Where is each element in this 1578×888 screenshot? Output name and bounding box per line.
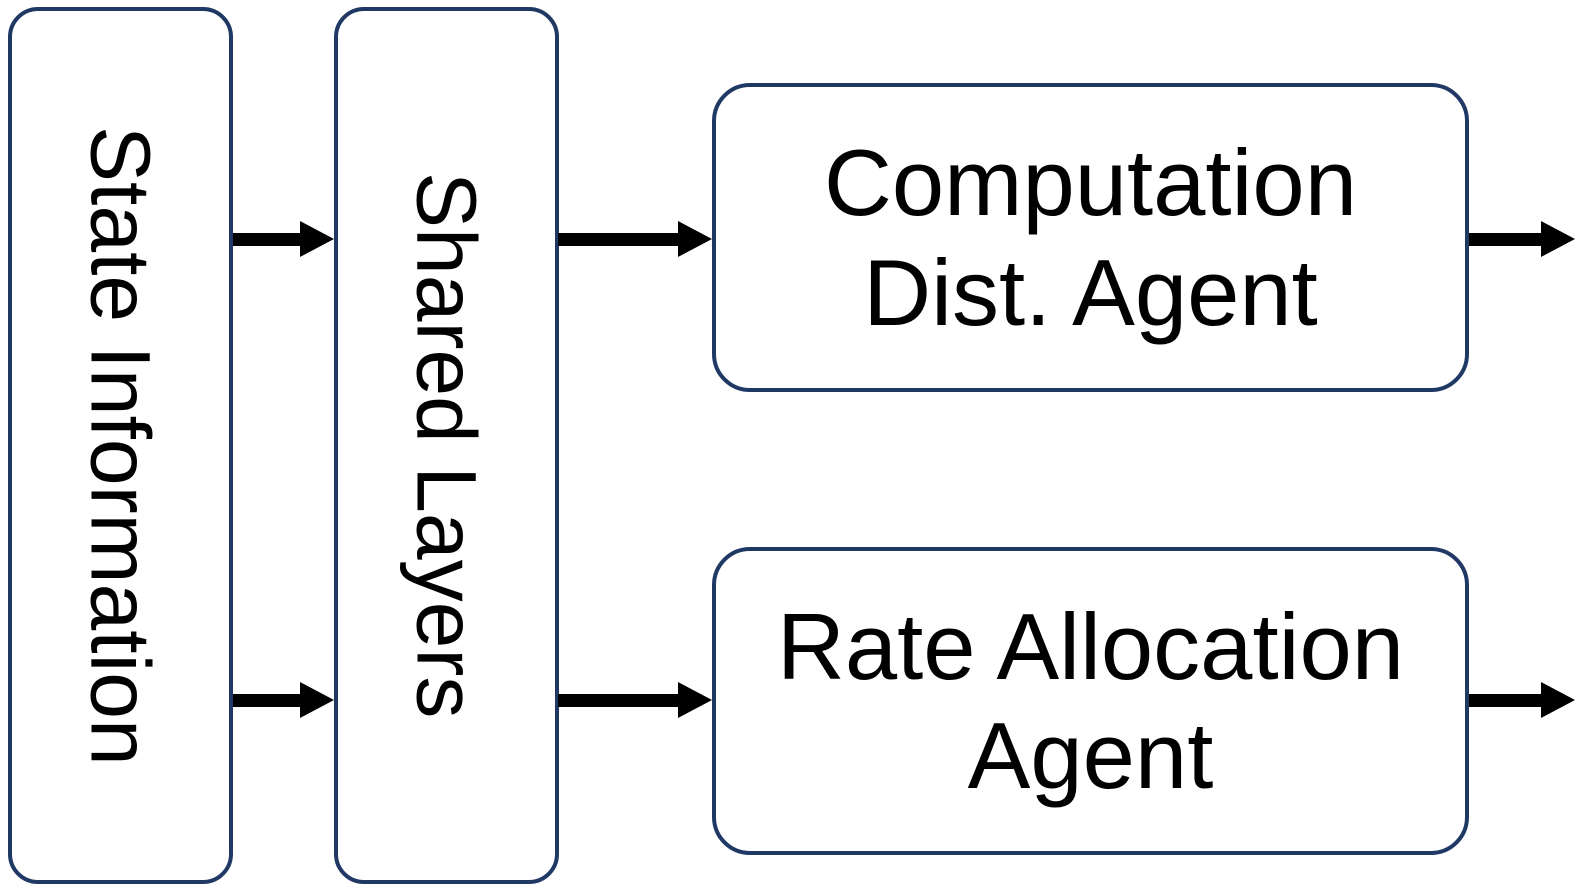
shared-layers-label: Shared Layers (399, 172, 494, 719)
arrow-shared-to-computation-agent (558, 221, 712, 257)
computation-dist-agent-label: Computation Dist. Agent (824, 128, 1357, 346)
rate-allocation-agent-line2: Agent (967, 703, 1214, 808)
arrow-shaft (558, 232, 678, 246)
arrowhead-icon (1541, 682, 1575, 718)
node-shared-layers: Shared Layers (334, 7, 559, 884)
arrow-shaft (558, 693, 678, 707)
node-computation-dist-agent: Computation Dist. Agent (712, 83, 1469, 392)
arrow-shaft (1469, 693, 1541, 707)
arrow-state-to-shared-top (233, 221, 334, 257)
node-rate-allocation-agent: Rate Allocation Agent (712, 547, 1469, 855)
rate-allocation-agent-line1: Rate Allocation (776, 593, 1405, 699)
rate-allocation-agent-label: Rate Allocation Agent (777, 592, 1404, 810)
node-state-information: State Information (8, 7, 233, 884)
arrowhead-icon (300, 682, 334, 718)
arrowhead-icon (678, 221, 712, 257)
arrowhead-icon (1541, 221, 1575, 257)
state-information-label: State Information (73, 125, 168, 766)
computation-dist-agent-line2: Dist. Agent (863, 239, 1318, 345)
arrow-state-to-shared-bottom (233, 682, 334, 718)
arrow-rate-agent-output (1469, 682, 1575, 718)
arrowhead-icon (300, 221, 334, 257)
arrow-shaft (233, 693, 300, 707)
arrow-shaft (1469, 232, 1541, 246)
arrowhead-icon (678, 682, 712, 718)
arrow-shared-to-rate-agent (558, 682, 712, 718)
computation-dist-agent-line1: Computation (824, 130, 1357, 236)
arrow-computation-agent-output (1469, 221, 1575, 257)
arrow-shaft (233, 232, 300, 246)
